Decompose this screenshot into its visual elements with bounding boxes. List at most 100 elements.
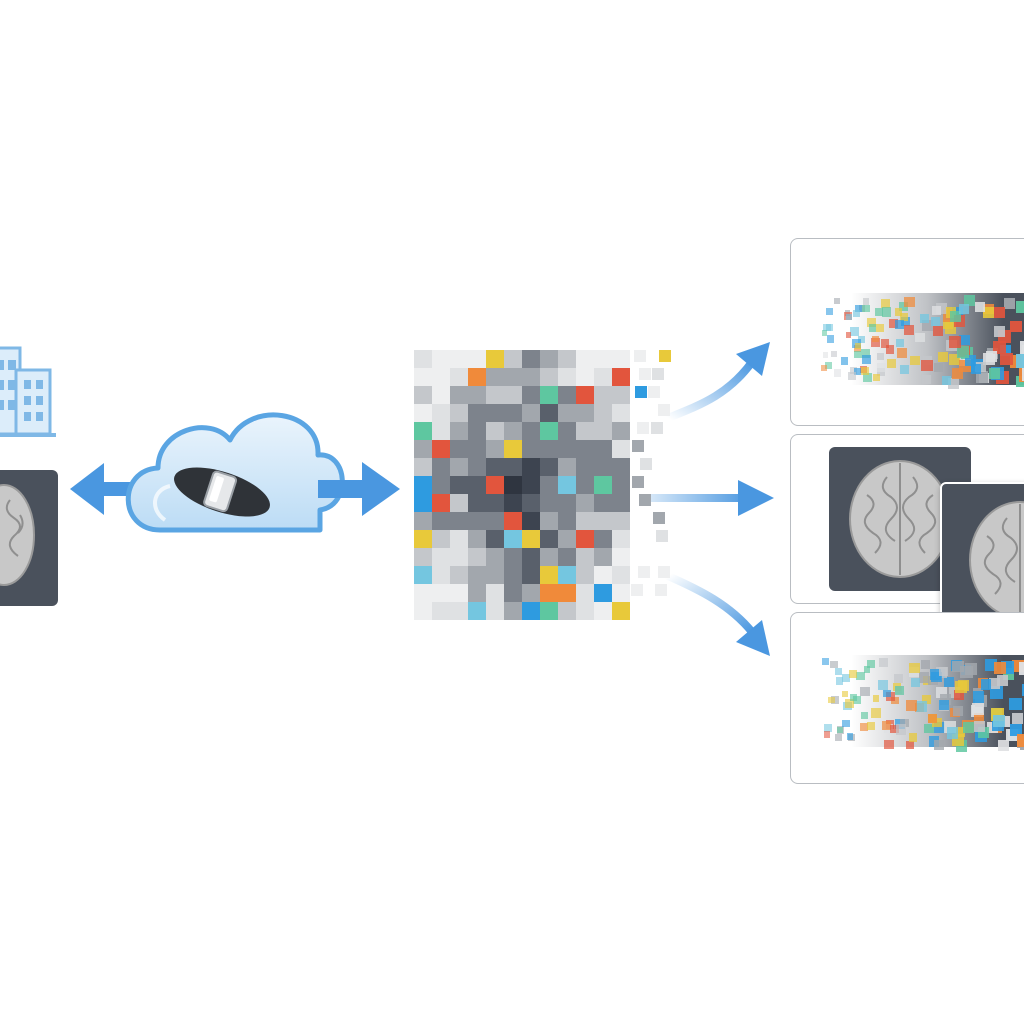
pixel-block xyxy=(486,494,504,512)
pixel-block xyxy=(504,350,522,368)
pixel-block xyxy=(594,566,612,584)
pixel-block xyxy=(450,350,468,368)
capsule-icon xyxy=(174,467,270,517)
pixel-block xyxy=(972,691,984,703)
pixel-block xyxy=(845,313,852,320)
pixel-block xyxy=(974,721,985,733)
pixel-block xyxy=(971,703,984,716)
pixel-block xyxy=(558,404,576,422)
pixel-block xyxy=(594,368,612,386)
pixel-block xyxy=(522,584,540,602)
pixel-block xyxy=(486,512,504,530)
pixel-block xyxy=(657,404,670,416)
pixel-block xyxy=(612,386,630,404)
pixel-block xyxy=(821,658,829,666)
pixel-block xyxy=(522,512,540,530)
pixel-block xyxy=(909,733,918,742)
pixel-block xyxy=(862,354,872,364)
pixel-block xyxy=(522,530,540,548)
pixel-block xyxy=(943,676,954,687)
pixel-block xyxy=(504,422,522,440)
pixel-block xyxy=(1022,366,1024,381)
pixel-block xyxy=(915,332,925,342)
pixel-block xyxy=(414,440,432,458)
pixel-block xyxy=(522,602,540,620)
pixel-block xyxy=(432,548,450,566)
pixel-block xyxy=(540,566,558,584)
pixel-block xyxy=(899,364,909,374)
pixel-block xyxy=(954,689,965,701)
pixel-block xyxy=(990,686,1004,700)
pixel-block xyxy=(895,724,906,735)
pixel-block xyxy=(612,440,630,458)
pixel-block xyxy=(835,677,843,685)
pixel-block xyxy=(522,494,540,512)
pixel-block xyxy=(658,350,671,362)
pixel-block xyxy=(845,699,854,708)
pixel-block xyxy=(872,335,879,343)
pixel-block xyxy=(522,422,540,440)
pixel-block xyxy=(904,296,915,308)
source-brain-scan xyxy=(0,470,58,606)
pixel-block xyxy=(853,351,861,359)
pixel-block xyxy=(994,325,1006,337)
pixel-block xyxy=(612,512,630,530)
pixel-block xyxy=(450,530,468,548)
pixel-block xyxy=(949,336,961,348)
pixel-block xyxy=(414,494,432,512)
pixel-block xyxy=(882,689,891,698)
pixel-block xyxy=(631,476,644,488)
pixel-block xyxy=(612,368,630,386)
pixel-block xyxy=(909,662,921,674)
pixel-block xyxy=(639,494,652,506)
output-panel-top xyxy=(790,238,1024,426)
pixel-block xyxy=(834,668,842,676)
pixel-block xyxy=(874,307,883,316)
pixel-block xyxy=(941,375,951,386)
pixel-block xyxy=(971,363,982,374)
pixel-block xyxy=(594,602,612,620)
pixel-block xyxy=(558,422,576,440)
pixel-block xyxy=(918,672,930,684)
pixel-block xyxy=(576,530,594,548)
pixel-block xyxy=(866,317,877,328)
pixel-block xyxy=(1009,723,1022,736)
pixel-block xyxy=(631,584,644,596)
pixel-block xyxy=(576,494,594,512)
pixel-block xyxy=(576,350,594,368)
pixel-block xyxy=(540,404,558,422)
pixel-block xyxy=(486,386,504,404)
pixel-block xyxy=(658,566,671,578)
pixel-block xyxy=(612,476,630,494)
pixel-block xyxy=(558,494,576,512)
pixel-block xyxy=(468,584,486,602)
pixel-block xyxy=(860,723,869,732)
pixel-block xyxy=(612,350,630,368)
pixel-block xyxy=(576,422,594,440)
pixel-block xyxy=(576,404,594,422)
pixel-block xyxy=(540,476,558,494)
arrow-cloud-to-data xyxy=(318,462,400,516)
pixel-block xyxy=(896,338,905,347)
pixel-block xyxy=(540,386,558,404)
pixel-block xyxy=(636,422,649,434)
pixel-block xyxy=(504,476,522,494)
pixel-block xyxy=(824,361,832,370)
pixel-block xyxy=(821,330,828,337)
pixel-block xyxy=(522,548,540,566)
pixel-block xyxy=(504,566,522,584)
pixel-block xyxy=(522,368,540,386)
pixel-block xyxy=(924,723,934,734)
pixel-block xyxy=(450,404,468,422)
pixel-block xyxy=(638,368,651,380)
pixel-block xyxy=(558,476,576,494)
pixel-block xyxy=(986,350,998,362)
pixel-block xyxy=(954,680,967,693)
pixel-block xyxy=(432,476,450,494)
pixel-block xyxy=(576,476,594,494)
pixel-block xyxy=(651,422,663,434)
pixel-block xyxy=(414,404,432,422)
pixel-block xyxy=(841,673,850,682)
pixel-block xyxy=(504,512,522,530)
pixel-block xyxy=(831,351,838,357)
